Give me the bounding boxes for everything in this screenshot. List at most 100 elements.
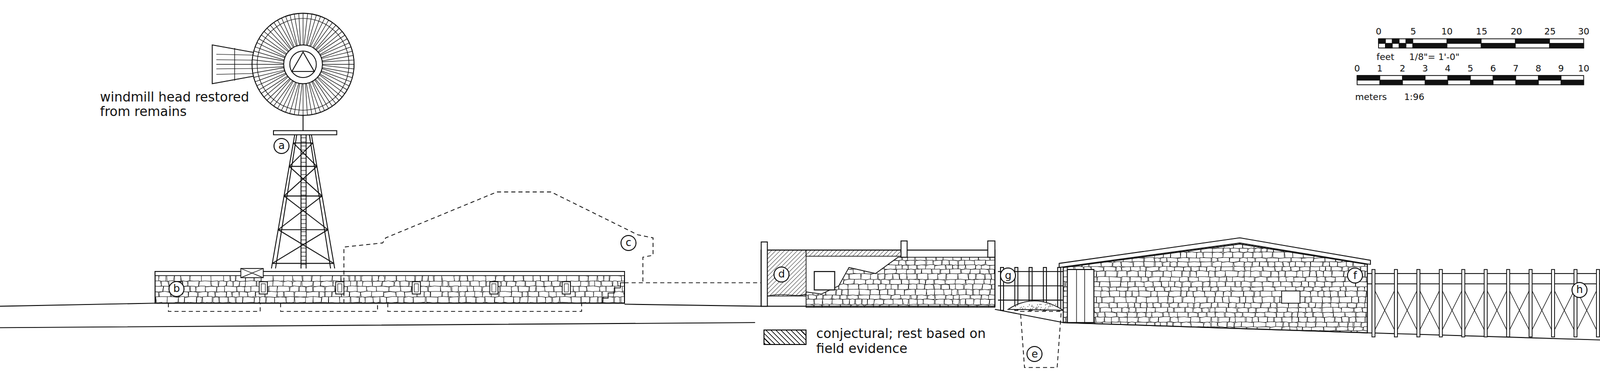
scale-bar-segment xyxy=(1515,80,1538,85)
soil-dot xyxy=(1040,304,1042,305)
stone xyxy=(1243,286,1251,291)
stone xyxy=(925,279,934,285)
soil-dot xyxy=(1020,307,1021,309)
stone xyxy=(1204,291,1215,297)
stone xyxy=(470,281,480,287)
stone xyxy=(458,286,468,292)
conjectural-outline xyxy=(168,192,1062,368)
stone xyxy=(1117,330,1130,337)
stone xyxy=(1190,316,1200,323)
stone xyxy=(1231,286,1242,292)
stone xyxy=(1310,262,1323,267)
wheel-blade xyxy=(264,28,289,52)
conjectural-hatch xyxy=(761,250,806,296)
stone xyxy=(1268,330,1276,337)
wall-post xyxy=(338,284,342,292)
stone xyxy=(1165,286,1171,291)
fence-post xyxy=(1461,269,1465,337)
stone xyxy=(321,296,329,303)
wall-post xyxy=(490,282,498,295)
stone xyxy=(1075,248,1081,253)
stone xyxy=(1186,291,1193,297)
stone xyxy=(1211,317,1218,323)
stone xyxy=(898,260,906,266)
stone xyxy=(1324,291,1331,297)
stone xyxy=(1253,252,1263,258)
stone xyxy=(1251,302,1261,308)
legend-entry: conjectural; rest based on field evidenc… xyxy=(763,326,987,357)
stone xyxy=(944,299,953,305)
wheel-hub xyxy=(292,52,315,72)
scale-label: 0 xyxy=(1354,63,1360,74)
soil-dot xyxy=(1036,307,1038,308)
soil-dot xyxy=(1041,307,1042,308)
stone xyxy=(1079,242,1085,249)
stone xyxy=(1124,242,1132,249)
stone xyxy=(951,289,958,295)
stone xyxy=(1158,316,1170,323)
stone xyxy=(1154,286,1165,292)
stone xyxy=(454,275,460,282)
door-boards xyxy=(1076,269,1085,323)
stone xyxy=(1273,252,1285,259)
soil-dot xyxy=(1032,306,1033,307)
stone xyxy=(1304,242,1315,249)
stone xyxy=(849,299,855,305)
stone xyxy=(1185,307,1194,313)
stone xyxy=(1244,303,1251,308)
stone xyxy=(603,275,609,282)
stone xyxy=(927,294,935,299)
stone xyxy=(1315,243,1322,249)
stone xyxy=(1144,281,1153,287)
stone xyxy=(870,273,878,280)
stone xyxy=(1365,252,1373,259)
stone xyxy=(851,260,858,266)
stone xyxy=(405,275,415,282)
stone xyxy=(1133,261,1144,267)
stone xyxy=(1218,286,1231,292)
ladder-rung xyxy=(301,223,306,224)
stone xyxy=(1161,281,1169,288)
stone xyxy=(1183,266,1191,271)
stone xyxy=(536,281,544,287)
stone xyxy=(973,299,981,305)
stone xyxy=(239,291,248,297)
stone xyxy=(1237,307,1248,313)
stone xyxy=(1341,316,1349,323)
stone xyxy=(529,286,537,292)
stone xyxy=(1099,302,1110,308)
stone xyxy=(1338,291,1346,297)
stone xyxy=(839,284,849,290)
stone xyxy=(925,284,934,290)
fence-post xyxy=(1484,269,1487,337)
scale-label: 4 xyxy=(1445,63,1451,74)
stone xyxy=(1174,307,1185,313)
stone xyxy=(1127,312,1137,318)
stone xyxy=(1356,317,1365,323)
stone xyxy=(861,273,872,280)
stone xyxy=(313,281,321,287)
stone xyxy=(1360,248,1372,253)
stone xyxy=(1219,277,1227,282)
stone xyxy=(1138,271,1146,278)
stone xyxy=(513,297,520,303)
fence-post xyxy=(1529,269,1532,337)
scale-label: 1:96 xyxy=(1404,92,1424,103)
door xyxy=(1067,269,1094,323)
stone xyxy=(1203,281,1210,287)
stone xyxy=(1236,303,1245,308)
stone xyxy=(1106,242,1118,249)
stone xyxy=(955,279,966,285)
stone xyxy=(1156,326,1167,331)
stone xyxy=(1247,257,1256,262)
soil-dot xyxy=(1035,308,1037,309)
stone xyxy=(148,291,159,297)
roof xyxy=(1059,238,1370,268)
fence-brace xyxy=(1418,288,1441,333)
stone xyxy=(1315,281,1325,287)
callout-circle: e xyxy=(1026,346,1043,362)
stone xyxy=(1210,330,1219,337)
soil-dot xyxy=(1027,306,1029,307)
stone xyxy=(1223,252,1233,258)
stone xyxy=(1244,262,1252,267)
